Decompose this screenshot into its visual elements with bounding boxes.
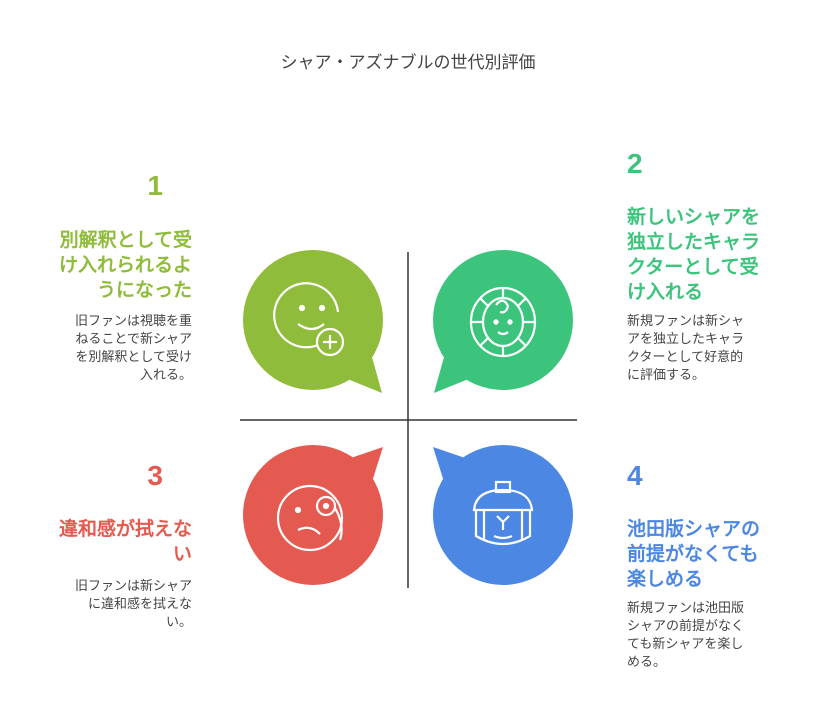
quadrant-1-number: 1 (147, 170, 163, 201)
monocle-face-icon (276, 484, 344, 552)
quadrant-1-description: 旧ファンは視聴を重ねることで新シャアを別解釈として受け入れる。 (74, 314, 192, 383)
quadrant-4-heading: 池田版シャアの前提がなくても楽しめる (627, 518, 761, 590)
quadrant-2-number: 2 (627, 148, 643, 179)
bubble-4 (433, 445, 573, 585)
quadrant-4-number: 4 (627, 460, 643, 491)
quadrant-2-description: 新規ファンは新シャアを独立したキャラクターとして好意的に評価する。 (627, 314, 745, 383)
quadrant-1-heading: 別解釈として受け入れられるようになった (58, 229, 192, 301)
bubble-3 (243, 445, 383, 585)
helmet-face-icon (472, 480, 534, 546)
quadrant-3-number: 3 (147, 460, 163, 491)
quadrant-4-description: 新規ファンは池田版シャアの前提がなくても新シャアを楽しめる。 (627, 601, 745, 670)
bubble-2 (433, 250, 573, 393)
smiley-plus-icon (273, 282, 345, 357)
bubble-1 (243, 250, 383, 393)
baby-face-icon (469, 286, 537, 358)
quadrant-2-heading: 新しいシャアを独立したキャラクターとして受け入れる (627, 206, 761, 303)
quadrant-3-heading: 違和感が拭えない (58, 518, 192, 565)
quadrant-3-description: 旧ファンは新シャアに違和感を拭えない。 (74, 579, 192, 630)
diagram-title: シャア・アズナブルの世代別評価 (280, 53, 536, 73)
